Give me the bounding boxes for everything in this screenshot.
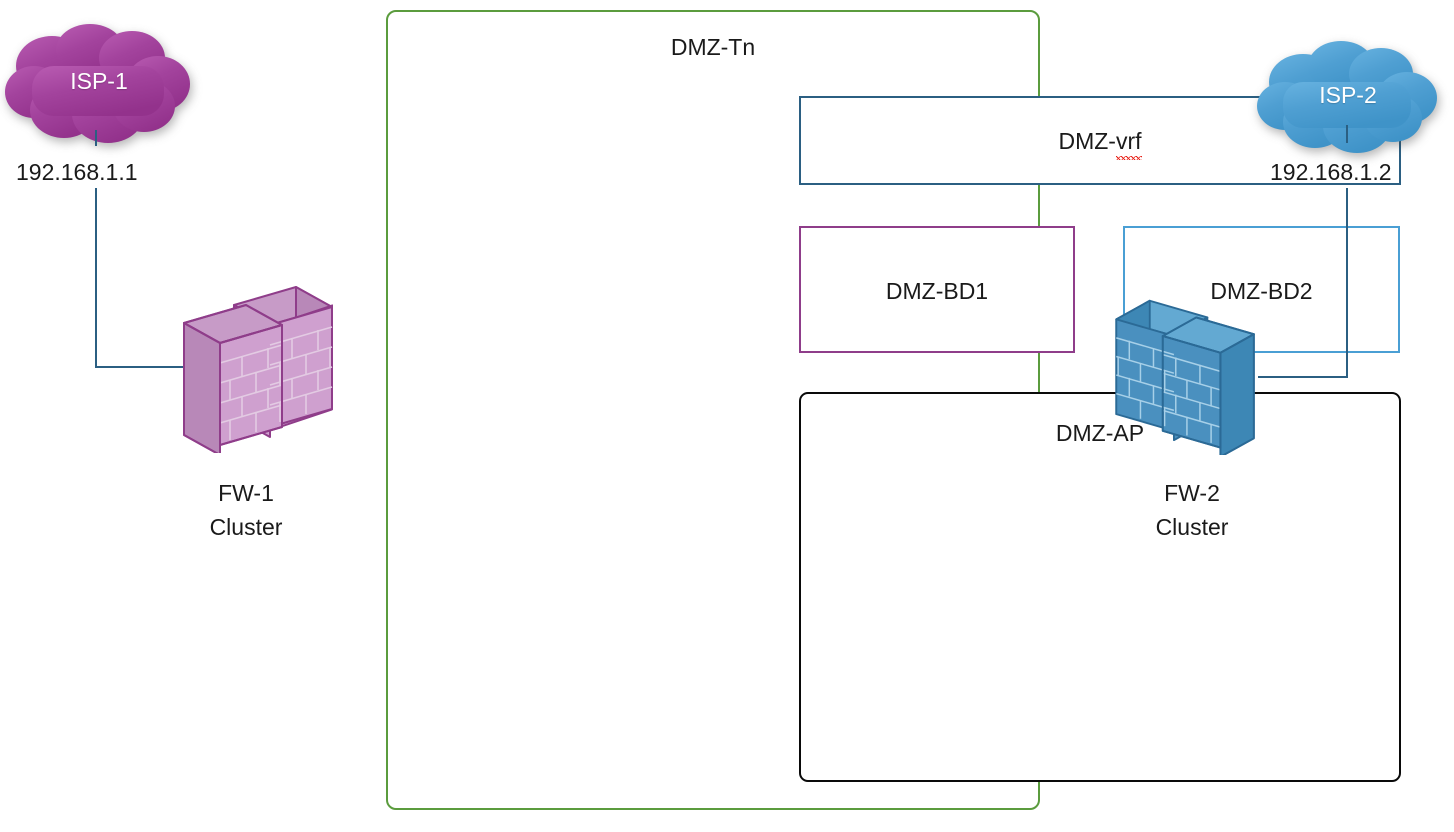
dmz-bd1-box[interactable]: DMZ-BD1	[799, 226, 1075, 353]
isp-1-ip-address: 192.168.1.1	[16, 159, 138, 185]
fw-2-role: Cluster	[1155, 514, 1229, 540]
dmz-ap-title: DMZ-AP	[1055, 420, 1145, 446]
dmz-tenant-container[interactable]: DMZ-Tn DMZ-vrf DMZ-BD1 DMZ-BD2 DMZ-AP DM…	[386, 10, 1401, 810]
cloud-icon	[5, 24, 190, 143]
isp-2-ip-address: 192.168.1.2	[1270, 159, 1392, 185]
isp-1-to-fw1-horizontal-line	[95, 366, 191, 368]
firewall-brick-wall-icon	[1115, 299, 1255, 458]
firewall-brick-wall-icon	[183, 286, 333, 456]
fw-2-name: FW-2	[1164, 480, 1220, 506]
isp-2-to-fw2-vertical-line	[1346, 188, 1348, 378]
dmz-tenant-title: DMZ-Tn	[670, 34, 756, 60]
dmz-application-profile-box[interactable]: DMZ-AP DMZ-EPG	[799, 392, 1401, 782]
fw-1-cluster-icon[interactable]	[172, 283, 342, 456]
cloud-icon	[1257, 41, 1437, 153]
isp-1-cloud-stub-line	[95, 130, 97, 146]
isp-2-to-fw2-horizontal-line	[1258, 376, 1348, 378]
isp-2-cloud[interactable]: ISP-2	[1253, 40, 1443, 157]
isp-1-cloud[interactable]: ISP-1	[4, 22, 194, 147]
dmz-bd2-title: DMZ-BD2	[1210, 278, 1313, 304]
fw-1-name: FW-1	[218, 480, 274, 506]
fw-1-caption: FW-1 Cluster	[146, 476, 346, 544]
isp-1-to-fw1-vertical-line	[95, 188, 97, 368]
dmz-vrf-title: DMZ-vrf	[801, 128, 1399, 160]
isp-2-cloud-stub-line	[1346, 125, 1348, 143]
fw-1-role: Cluster	[209, 514, 283, 540]
dmz-vrf-title-suffix-misspelled: vrf	[1115, 128, 1142, 160]
fw-2-caption: FW-2 Cluster	[1092, 476, 1292, 544]
fw-2-cluster-icon[interactable]	[1105, 297, 1267, 458]
dmz-vrf-title-prefix: DMZ-	[1058, 128, 1116, 154]
dmz-bd1-title: DMZ-BD1	[885, 278, 989, 304]
